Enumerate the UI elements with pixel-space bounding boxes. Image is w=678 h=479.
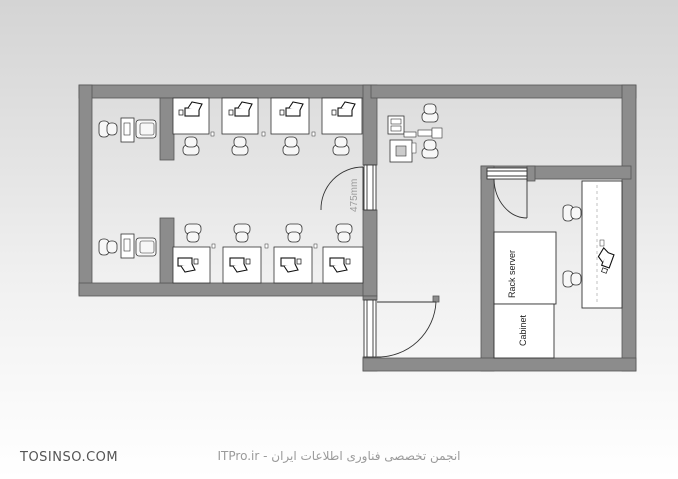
- server-room-door: [486, 167, 528, 219]
- reception-workstation: [387, 115, 443, 163]
- cabinet-label: Cabinet: [518, 314, 528, 346]
- left-workstation-bottom: [120, 233, 157, 259]
- rack-server-label: Rack server: [507, 249, 517, 298]
- dimension-label: 475mm: [349, 178, 360, 212]
- chair-icon: [285, 223, 303, 243]
- chair-icon: [562, 270, 582, 288]
- left-workstation-top: [120, 117, 157, 143]
- brand-watermark: TOSINSO.COM: [20, 450, 119, 465]
- chair-icon: [98, 238, 118, 256]
- chair-icon: [98, 120, 118, 138]
- credit-watermark: ITPro.ir - انجمن تخصصی فناوری اطلاعات ای…: [217, 449, 461, 463]
- chair-icon: [182, 136, 200, 156]
- entrance-door: [363, 299, 437, 358]
- left-room-walls: [78, 84, 378, 297]
- left-room-door: [320, 164, 377, 211]
- chair-icon: [282, 136, 300, 156]
- chair-icon: [421, 103, 439, 123]
- chair-icon: [562, 204, 582, 222]
- chair-icon: [231, 136, 249, 156]
- chair-icon: [332, 136, 350, 156]
- rack-server: [493, 231, 557, 305]
- chair-icon: [335, 223, 353, 243]
- cabinet: [493, 303, 555, 359]
- chair-icon: [421, 139, 439, 159]
- right-room-walls: [362, 84, 637, 372]
- server-room-bench: [581, 180, 623, 309]
- chair-icon: [184, 223, 202, 243]
- chair-icon: [233, 223, 251, 243]
